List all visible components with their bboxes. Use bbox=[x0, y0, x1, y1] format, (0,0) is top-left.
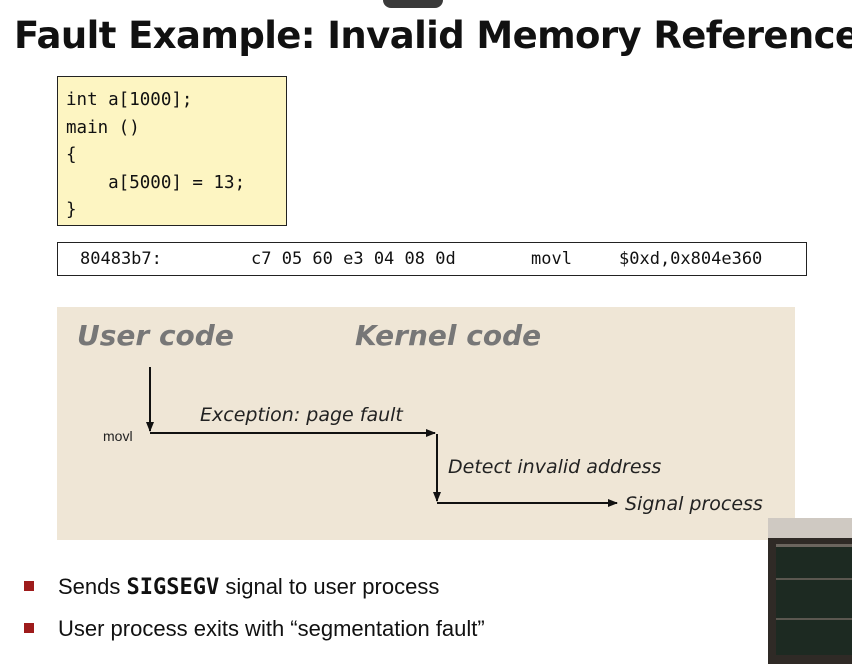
step-page-fault-label: Exception: page fault bbox=[200, 404, 403, 426]
video-chalkboard bbox=[776, 544, 852, 655]
asm-address: 80483b7: bbox=[80, 249, 162, 269]
user-code-heading: User code bbox=[77, 319, 234, 352]
step-signal-label: Signal process bbox=[625, 493, 763, 515]
bullet-text: Sends bbox=[58, 574, 127, 599]
bullet-item: Sends SIGSEGV signal to user process bbox=[24, 570, 485, 612]
assembly-line-box: 80483b7: c7 05 60 e3 04 08 0d movl $0xd,… bbox=[57, 242, 807, 276]
instruction-label: movl bbox=[103, 428, 133, 444]
flow-arrows bbox=[146, 367, 618, 507]
code-line: main () bbox=[66, 117, 140, 138]
bullet-item: User process exits with “segmentation fa… bbox=[24, 612, 485, 654]
asm-bytes: c7 05 60 e3 04 08 0d bbox=[251, 249, 456, 269]
video-ceiling bbox=[768, 518, 852, 538]
bullet-marker bbox=[24, 623, 34, 633]
kernel-code-heading: Kernel code bbox=[355, 319, 542, 352]
exception-flow-diagram: User code Kernel code movl Exception: pa… bbox=[57, 307, 795, 540]
lecture-video-thumbnail bbox=[768, 518, 852, 664]
asm-operands: $0xd,0x804e360 bbox=[619, 249, 763, 269]
slide-title: Fault Example: Invalid Memory Reference bbox=[14, 14, 852, 57]
asm-mnemonic: movl bbox=[531, 249, 572, 269]
bullet-marker bbox=[24, 581, 34, 591]
video-board-rail bbox=[776, 578, 852, 580]
bullet-text: User process exits with “segmentation fa… bbox=[58, 616, 485, 641]
video-board-rail bbox=[776, 618, 852, 620]
bullet-list: Sends SIGSEGV signal to user process Use… bbox=[24, 570, 485, 654]
code-line: a[5000] = 13; bbox=[66, 172, 246, 193]
signal-name: SIGSEGV bbox=[126, 575, 220, 600]
step-detect-label: Detect invalid address bbox=[448, 456, 662, 478]
c-code-box: int a[1000]; main () { a[5000] = 13; } bbox=[57, 76, 287, 226]
code-line: { bbox=[66, 145, 77, 165]
code-line: int a[1000]; bbox=[66, 90, 193, 110]
bullet-text: signal to user process bbox=[219, 574, 440, 599]
code-line: } bbox=[66, 200, 77, 220]
screen-notch bbox=[383, 0, 443, 8]
